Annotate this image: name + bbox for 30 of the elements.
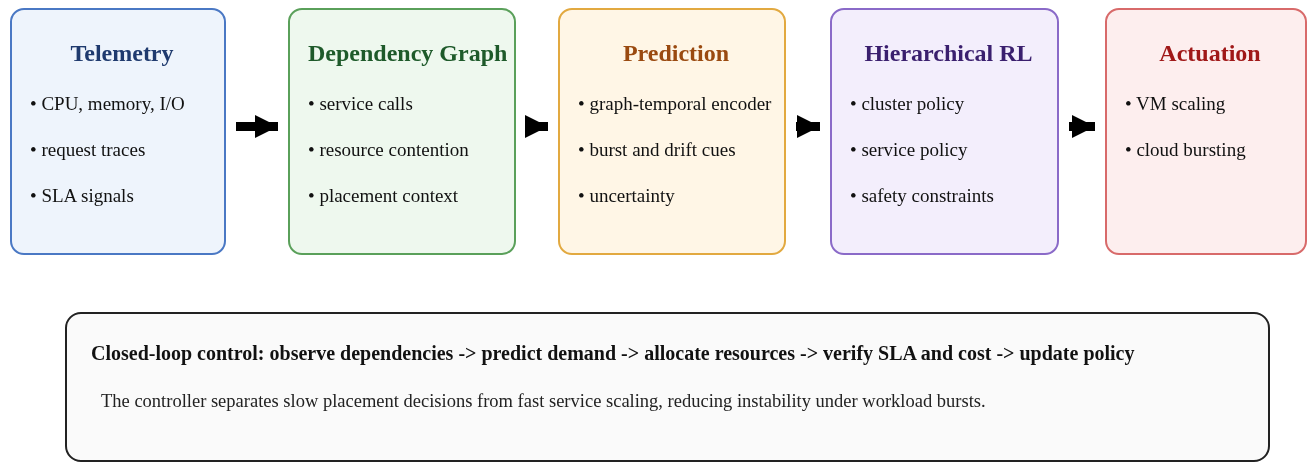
bullet-item: • cloud bursting xyxy=(1125,139,1247,161)
arrow xyxy=(524,114,548,139)
stage-box xyxy=(558,8,786,255)
bullet-item: • safety constraints xyxy=(850,185,995,207)
stage-title: Prediction xyxy=(621,40,731,67)
stage-title: Hierarchical RL xyxy=(863,40,1034,67)
bullet-item: • resource contention xyxy=(308,139,470,161)
bullet-item: • service calls xyxy=(308,93,414,115)
bullet-item: • request traces xyxy=(30,139,147,161)
stage-box xyxy=(830,8,1059,255)
summary-text: The controller separates slow placement decisions from fast service scaling, reducing instability under workload bursts. xyxy=(100,391,987,412)
stage-title: Actuation xyxy=(1158,40,1262,67)
bullet-item: • uncertainty xyxy=(578,185,676,207)
bullet-item: • burst and drift cues xyxy=(578,139,737,161)
summary-box xyxy=(65,312,1270,462)
stage-box xyxy=(288,8,516,255)
arrow xyxy=(1069,114,1095,139)
stage-title: Telemetry xyxy=(69,40,175,67)
bullet-item: • VM scaling xyxy=(1125,93,1227,115)
bullet-item: • graph-temporal encoder xyxy=(578,93,773,115)
bullet-item: • placement context xyxy=(308,185,460,207)
arrow xyxy=(236,114,278,139)
bullet-item: • SLA signals xyxy=(30,185,135,207)
stage-box xyxy=(10,8,226,255)
stage-box xyxy=(1105,8,1307,255)
bullet-item: • service policy xyxy=(850,139,969,161)
arrow xyxy=(796,114,820,139)
bullet-item: • cluster policy xyxy=(850,93,966,115)
summary-heading: Closed-loop control: observe dependencies -> predict demand -> allocate resources -> verify SLA and cost -> update policy xyxy=(91,342,1136,365)
bullet-item: • CPU, memory, I/O xyxy=(30,93,186,115)
